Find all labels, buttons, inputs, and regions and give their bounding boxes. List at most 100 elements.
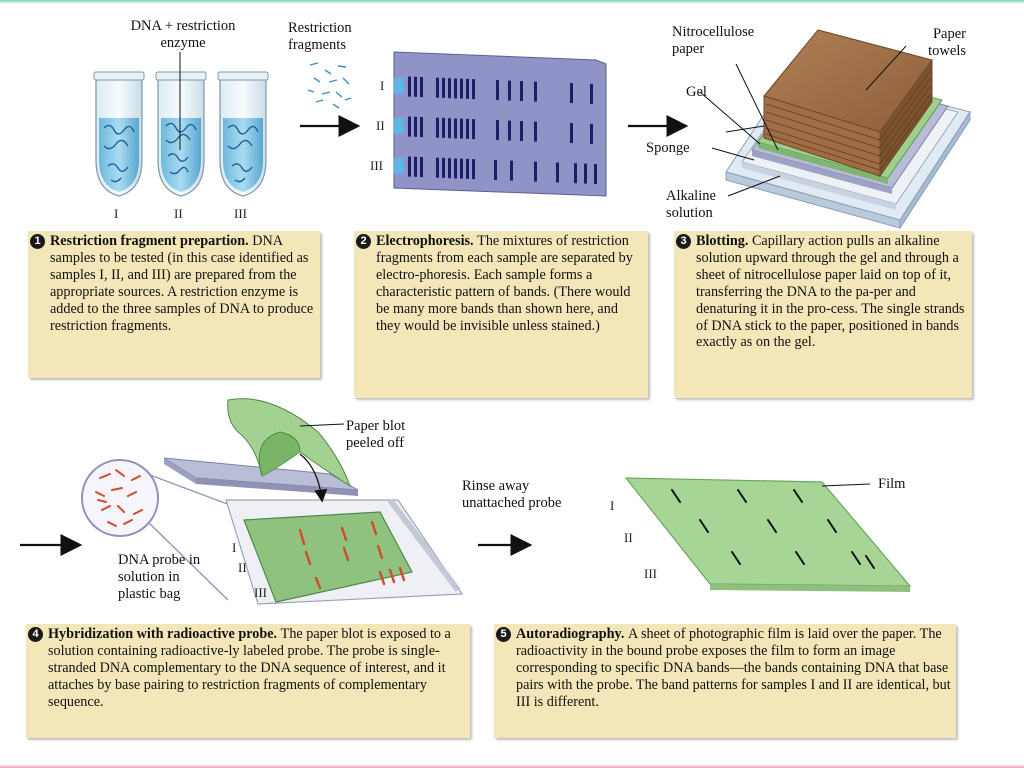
gel-band [448,158,451,179]
gel-band [448,118,451,139]
film-band [737,489,747,503]
gel-lane-numeral-1: I [380,78,385,93]
probe-mark [97,499,107,503]
step-3-title: Blotting. [696,233,752,249]
tube-numeral-1: I [114,206,119,221]
label-dna-enzyme: DNA + restriction enzyme [130,18,236,51]
probe-mark [101,505,111,511]
gel-lane-numeral-3: III [370,158,383,173]
gel-band [472,79,475,100]
tube-numeral-3: III [234,206,247,221]
step-1-title: Restriction fragment prepartion. [50,233,253,249]
probe-mark [95,491,105,497]
gel-band [436,77,439,98]
gel-band [466,118,469,139]
step-3-caption: 3 Blotting. Capillary action pulls an al… [674,231,972,398]
gel-band [472,119,475,140]
gel-band [460,78,463,99]
blot-band [398,566,406,582]
step-1-caption: 1 Restriction fragment prepartion. DNA s… [28,231,320,378]
probe-mark [107,521,117,527]
gel-band [590,123,593,144]
label-gel: Gel [686,84,707,100]
probe-mark [111,487,123,491]
step-1-number-badge: 1 [30,234,45,249]
test-tube-1 [93,71,145,197]
blot-band [298,528,306,546]
probe-mark [123,519,133,525]
film-band [699,519,709,533]
bottom-edge-strip [0,764,1024,768]
gel-band [420,77,423,98]
film-lane-numeral-2: II [624,530,633,545]
step-3-number-badge: 3 [676,234,691,249]
gel-band [520,121,523,142]
gel-band [408,76,411,97]
film-band [795,551,805,565]
step-5-caption: 5 Autoradiography. A sheet of photograph… [494,624,956,738]
gel-band [508,120,511,141]
film [624,477,912,592]
film-band [767,519,777,533]
gel-band [436,117,439,138]
probe-marks [95,469,143,527]
gel-band [520,81,523,102]
step-3-body: Capillary action pulls an alkaline solut… [696,233,965,351]
gel-band [414,116,417,137]
step-4-title: Hybridization with radioactive probe. [48,626,281,642]
probe-circle [81,459,159,537]
gel-lane-numeral-2: II [376,118,385,133]
step-4-number-badge: 4 [28,627,43,642]
label-nitrocellulose-paper: Nitrocellulose paper [672,24,755,57]
blot-band [342,546,350,562]
gel-band [420,117,423,138]
gel-band [508,80,511,101]
gel-band [454,158,457,179]
probe-mark [99,473,111,479]
label-dna-probe: DNA probe in solution in plastic bag [118,552,201,602]
test-tube-2 [155,52,207,197]
gel-band [436,157,439,178]
gel-band [570,83,573,104]
film-band [793,489,803,503]
blot-bands [298,520,406,590]
label-alkaline-solution: Alkaline solution [666,188,716,221]
blot-band [314,576,322,590]
film-band [865,555,875,569]
step-2-caption: 2 Electrophoresis. The mixtures of restr… [354,231,648,398]
gel-band [454,78,457,99]
film-lane-numeral-1: I [610,498,615,513]
blot-band [304,550,312,566]
gel-bands [408,76,597,184]
gel-band [454,118,457,139]
gel-band [510,160,513,181]
label-rinse-away: Rinse away unattached probe [462,478,562,511]
blot-band [388,568,396,584]
label-sponge: Sponge [646,140,690,156]
film-band [671,489,681,503]
blot-lane-numeral-1: I [232,540,237,555]
gel-band [466,78,469,99]
gel-band [574,163,577,184]
probe-mark [133,509,143,515]
step-4-body: The paper blot is exposed to a solution … [48,626,451,710]
plastic-bag [225,498,464,605]
gel-band [442,117,445,138]
film-band [827,519,837,533]
gel-band [414,156,417,177]
gel-band [460,118,463,139]
step-4-caption: 4 Hybridization with radioactive probe. … [26,624,470,738]
gel-band [448,78,451,99]
fragments-cloud [307,62,352,109]
step-2-title: Electrophoresis. [376,233,478,249]
step-5-title: Autoradiography. [516,626,628,642]
gel-band [496,80,499,101]
gel-band [590,83,593,104]
blot-band [376,544,384,560]
gel-band [534,161,537,182]
probe-mark [127,491,137,497]
step-5-number-badge: 5 [496,627,511,642]
electrophoresis-gel [393,51,607,197]
